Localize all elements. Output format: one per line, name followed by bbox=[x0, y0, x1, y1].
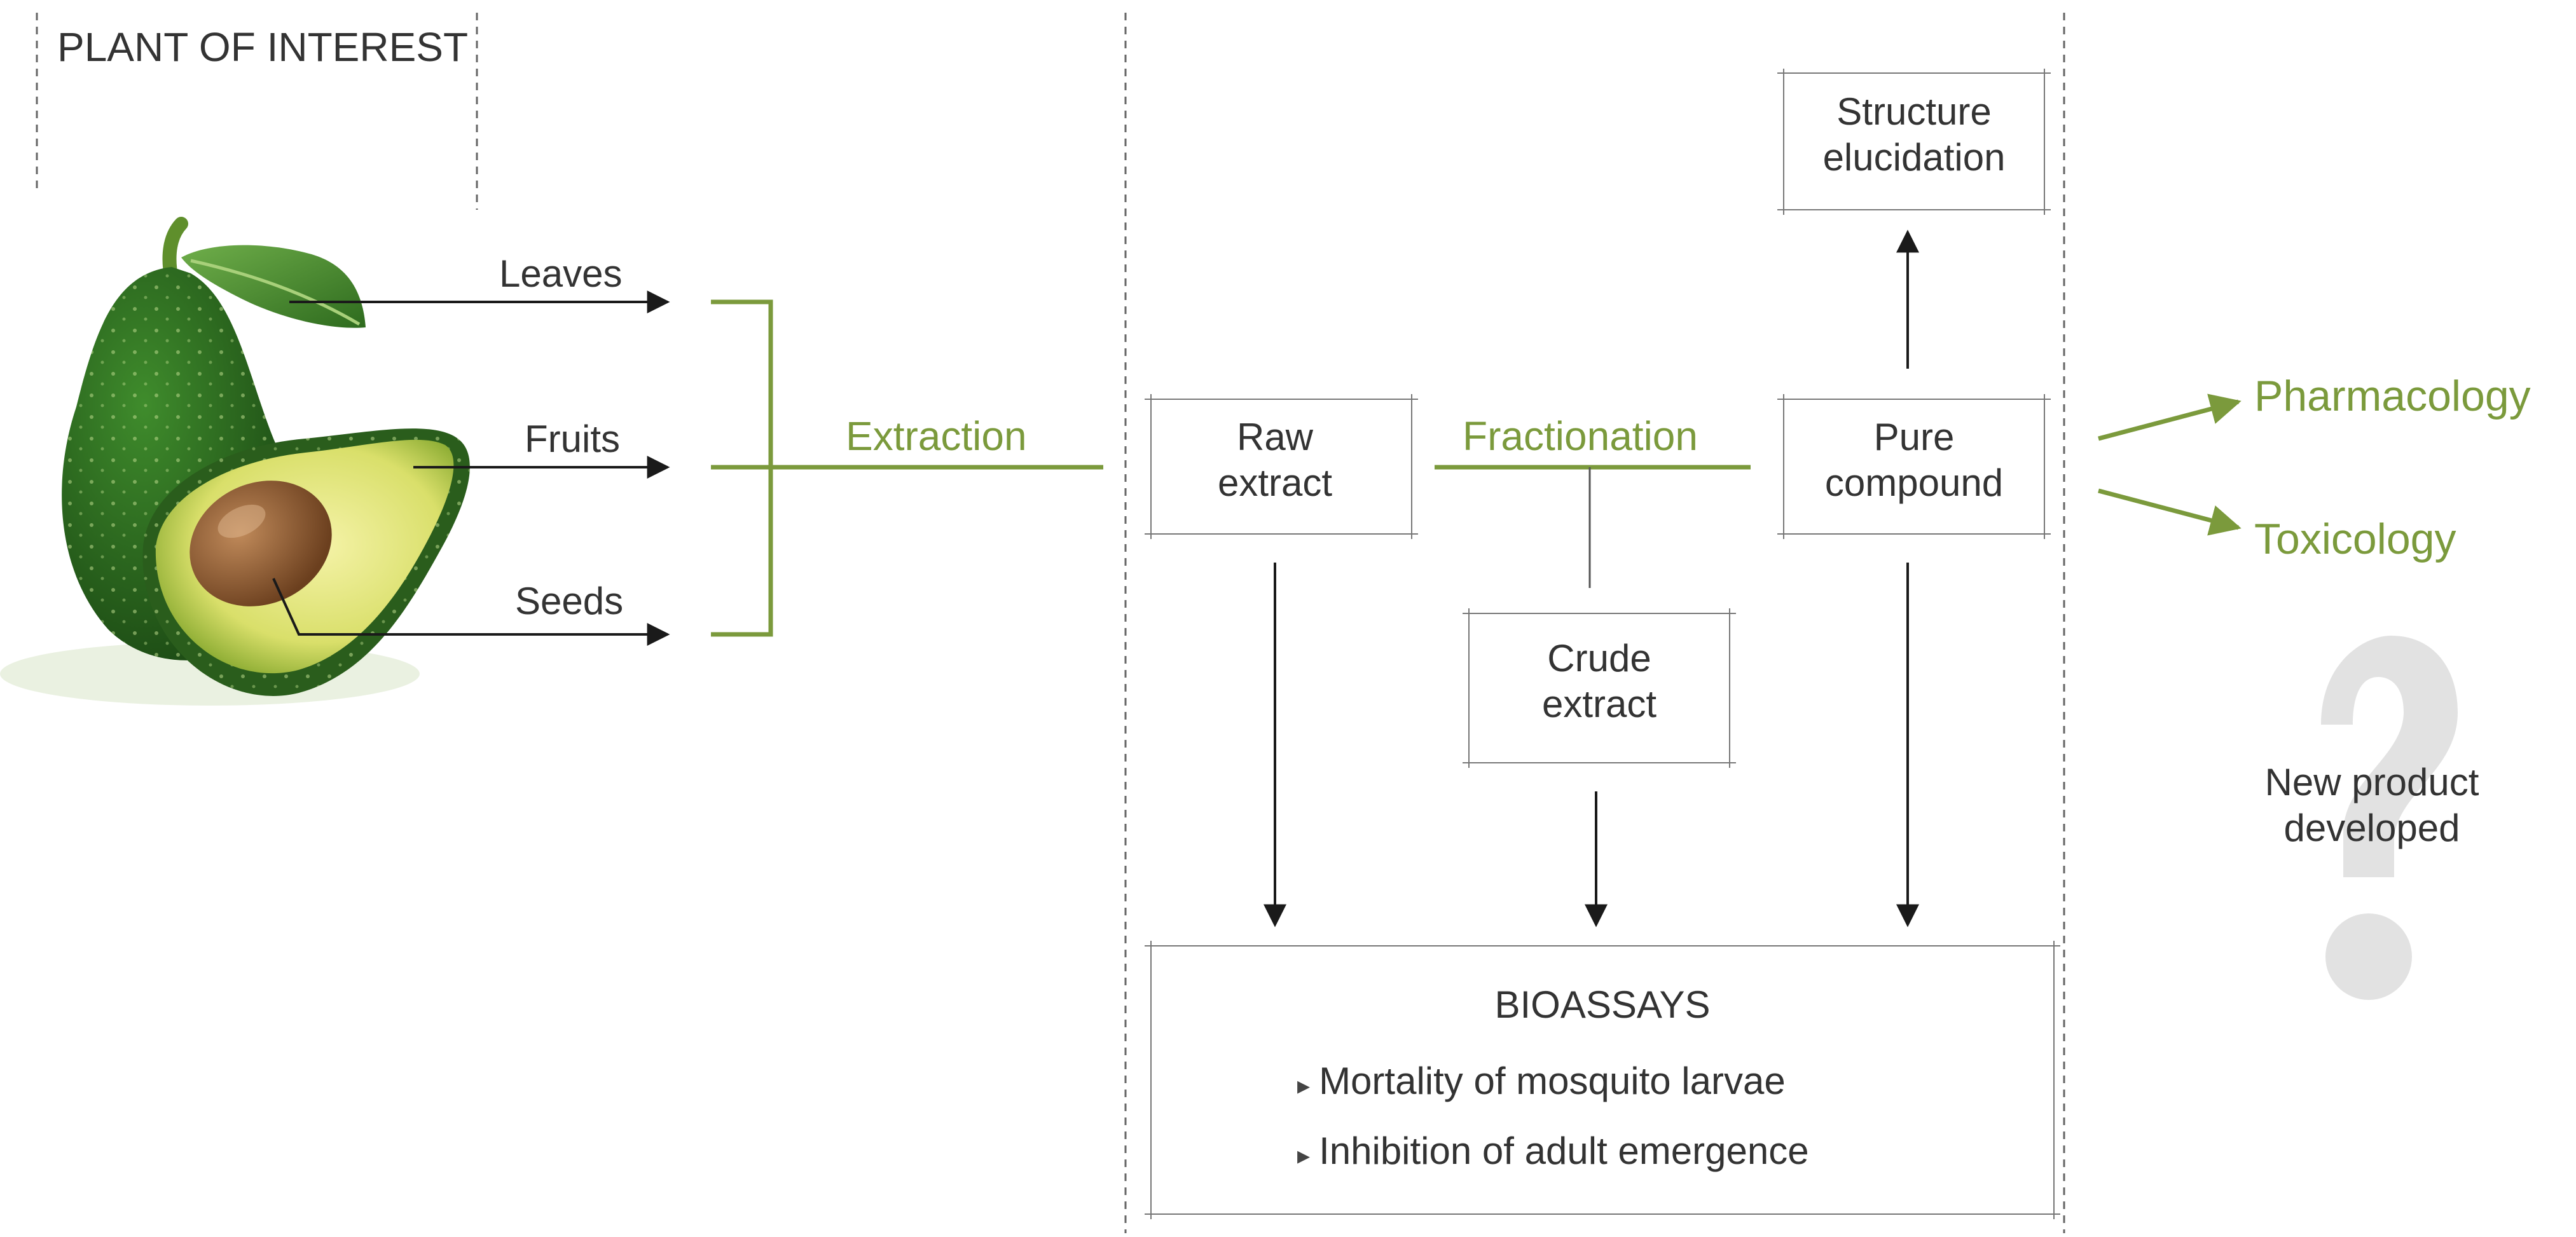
new-product-line-2: developed bbox=[2283, 807, 2460, 849]
process-boxes bbox=[1145, 69, 2060, 1219]
pure-compound-line-1: Pure bbox=[1873, 416, 1955, 458]
raw-extract-label: Raw extract bbox=[1218, 414, 1332, 506]
pharmacology-label: Pharmacology bbox=[2254, 372, 2531, 420]
fractionation-label: Fractionation bbox=[1463, 413, 1698, 459]
avocado-leaf-icon bbox=[181, 245, 366, 328]
structure-elucidation-label: Structure elucidation bbox=[1823, 89, 2006, 181]
seeds-arrow bbox=[272, 578, 670, 646]
section-dividers bbox=[36, 13, 2065, 1233]
bullet-arrow-icon: ▸ bbox=[1297, 1072, 1311, 1100]
bullet-arrow-icon: ▸ bbox=[1297, 1142, 1311, 1170]
pure-compound-label: Pure compound bbox=[1825, 414, 2003, 506]
crude-extract-label: Crude extract bbox=[1542, 636, 1656, 727]
question-mark-icon bbox=[2321, 636, 2458, 1000]
raw-extract-line-2: extract bbox=[1217, 461, 1333, 504]
avocado-seed-icon bbox=[189, 481, 332, 606]
bioassay-item-1-text: Mortality of mosquito larvae bbox=[1319, 1060, 1786, 1102]
toxicology-label: Toxicology bbox=[2254, 515, 2456, 563]
toxicology-arrow bbox=[2098, 488, 2242, 536]
avocado-seed-highlight bbox=[217, 504, 266, 538]
outcome-arrows bbox=[2098, 393, 2242, 536]
structure-elucidation-line-1: Structure bbox=[1836, 90, 1992, 133]
crude-extract-line-1: Crude bbox=[1547, 637, 1651, 680]
bioassay-item-2-text: Inhibition of adult emergence bbox=[1319, 1130, 1809, 1172]
avocado-leaf-vein bbox=[190, 259, 361, 326]
structure-elucidation-line-2: elucidation bbox=[1822, 136, 2006, 179]
bioassay-item-1: ▸ Mortality of mosquito larvae bbox=[1297, 1058, 1786, 1104]
raw-extract-line-1: Raw bbox=[1236, 416, 1314, 458]
pharmacology-arrow bbox=[2098, 393, 2242, 441]
extraction-label: Extraction bbox=[846, 413, 1027, 459]
extraction-bracket bbox=[711, 299, 1751, 637]
plant-of-interest-heading: PLANT OF INTEREST bbox=[57, 24, 469, 70]
bioassay-item-2: ▸ Inhibition of adult emergence bbox=[1297, 1128, 1809, 1174]
new-product-label: New product developed bbox=[2265, 760, 2479, 851]
structure-elucidation-box bbox=[1777, 69, 2051, 215]
crude-extract-box bbox=[1463, 608, 1736, 768]
new-product-line-1: New product bbox=[2264, 761, 2479, 803]
crude-extract-line-2: extract bbox=[1541, 683, 1657, 725]
pure-compound-line-2: compound bbox=[1824, 461, 2004, 504]
fruits-label: Fruits bbox=[525, 418, 620, 460]
bioassays-box bbox=[1145, 941, 2060, 1219]
bioassays-title: BIOASSAYS bbox=[1494, 983, 1711, 1026]
pure-compound-box bbox=[1777, 394, 2051, 539]
flow-arrows bbox=[1264, 229, 1919, 927]
avocado-illustration bbox=[0, 217, 470, 706]
leaves-label: Leaves bbox=[499, 252, 623, 295]
seeds-label: Seeds bbox=[515, 580, 624, 622]
raw-extract-box bbox=[1145, 394, 1418, 539]
plant-part-arrows bbox=[272, 290, 670, 646]
